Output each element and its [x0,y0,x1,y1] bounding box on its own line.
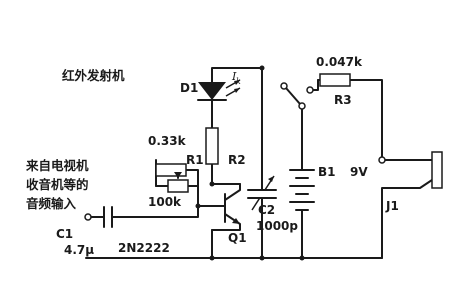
jack-j1 [378,151,443,189]
label-r1-value: 0.33k [148,134,187,148]
q1-collector [224,183,241,201]
label-q1: Q1 [228,231,247,245]
junction-top [259,65,265,71]
switch-contact-b [306,86,314,94]
q1-emitter-arrow [232,218,240,224]
input-note-line-3: 音频输入 [26,196,77,211]
input-note-line-2: 收音机等的 [26,177,89,192]
label-ik: I [231,70,237,83]
label-r2: R2 [228,153,246,167]
jack-node [378,156,386,164]
battery-b1 [289,169,315,211]
label-r1: R1 [186,153,204,167]
jack-body [431,151,443,189]
switch-blade [285,87,301,105]
label-j1: J1 [385,199,399,213]
label-r3-value: 0.047k [316,55,363,69]
c2-gap [258,191,266,197]
label-c2-value: 1000p [256,219,298,233]
junction-emitter-ground [209,255,215,261]
junction-collector [209,181,215,187]
junction-battery-ground [299,255,305,261]
r3-right-wire [349,79,383,149]
junction-base [195,203,201,209]
top-rail-wire [211,67,263,73]
resistor-r3 [319,73,351,87]
r2-to-collector-wire [211,163,226,185]
r1-right-wire [185,169,199,207]
jack-tip-wire [381,147,433,161]
r3-left-wire [311,79,319,91]
led-d1 [197,71,241,111]
capacitor-c2 [247,175,277,211]
label-d1: D1 [180,81,198,95]
emission-arrow-1-head [234,80,240,85]
label-q1-type: 2N2222 [118,241,170,255]
potentiometer-wiper [174,172,182,178]
c2-variable-arrow-head [268,176,274,182]
c1-to-base-wire [119,205,199,218]
switch-common [298,102,306,110]
q1-emitter [211,213,241,231]
label-b1: B1 [318,165,336,179]
emission-arrow-2-head [234,88,240,93]
label-ik-subscript: k [236,77,241,86]
switch-contact-a [280,82,288,90]
resistor-r1 [155,163,187,177]
junction-c2-ground [259,255,265,261]
diagram-title: 红外发射机 [62,68,125,83]
label-c1-value: 4.7μ [64,243,94,257]
input-note-line-1: 来自电视机 [25,158,89,173]
label-c2: C2 [258,203,275,217]
resistor-r2 [205,127,219,165]
jack-sleeve-wire [381,179,433,259]
switch [280,82,314,110]
led-triangle [198,82,226,100]
label-c1: C1 [56,227,73,241]
input-terminal [84,213,92,221]
label-r3: R3 [334,93,352,107]
label-pot-value: 100k [148,195,182,209]
junctions [195,65,305,261]
capacitor-c1 [84,206,121,228]
labels: 红外发射机 来自电视机 收音机等的 音频输入 D1 I k 0.33k R1 R… [25,55,399,257]
potentiometer-body [167,179,189,193]
potentiometer [167,172,189,193]
transistor-q1 [211,183,241,231]
label-b1-value: 9V [350,165,368,179]
